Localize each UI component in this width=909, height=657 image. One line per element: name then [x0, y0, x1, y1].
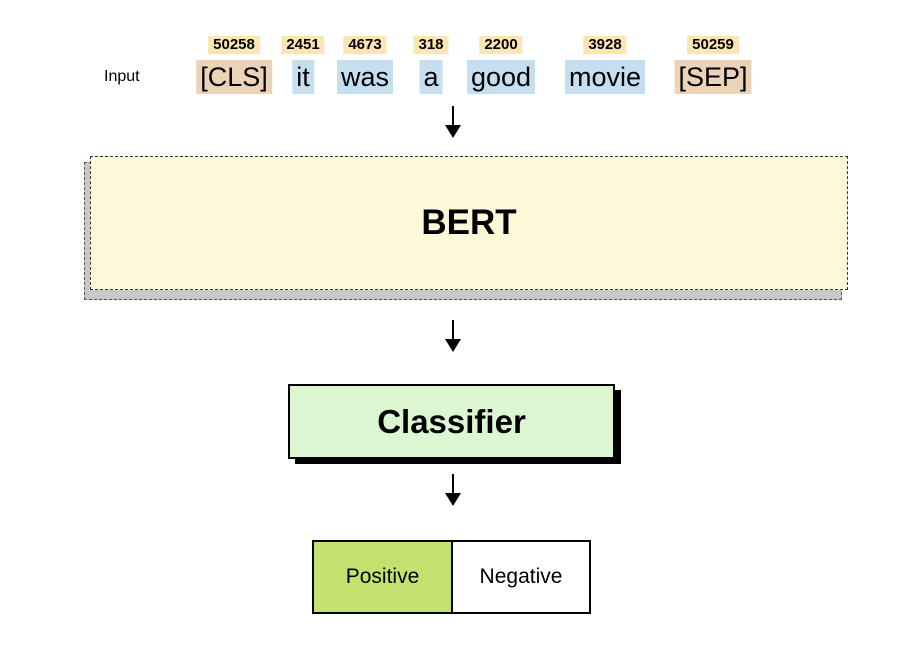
token-id-a: 318 — [413, 36, 449, 54]
token-was: was — [336, 60, 394, 94]
token-good: good — [466, 60, 536, 94]
token-id-sep: 50259 — [687, 36, 739, 54]
token-id-it: 2451 — [281, 36, 325, 54]
arrow-down-icon — [445, 106, 461, 138]
token-it: it — [292, 60, 314, 94]
token-id-good: 2200 — [479, 36, 523, 54]
token-movie: movie — [564, 60, 646, 94]
token-cls: [CLS] — [196, 60, 272, 94]
output-positive: Positive — [312, 540, 453, 614]
classifier-box: Classifier — [288, 384, 615, 459]
token-sep: [SEP] — [674, 60, 752, 94]
classifier-label: Classifier — [377, 402, 526, 440]
token-id-was: 4673 — [343, 36, 387, 54]
token-id-movie: 3928 — [583, 36, 627, 54]
output-negative-label: Negative — [479, 565, 563, 588]
input-label: Input — [104, 68, 140, 85]
token-a: a — [419, 60, 443, 94]
arrow-down-icon — [445, 474, 461, 506]
bert-model-box: BERT — [90, 156, 848, 290]
token-id-cls: 50258 — [208, 36, 260, 54]
bert-label: BERT — [421, 203, 517, 242]
output-positive-label: Positive — [345, 565, 420, 588]
arrow-down-icon — [445, 320, 461, 352]
output-negative: Negative — [451, 540, 591, 614]
